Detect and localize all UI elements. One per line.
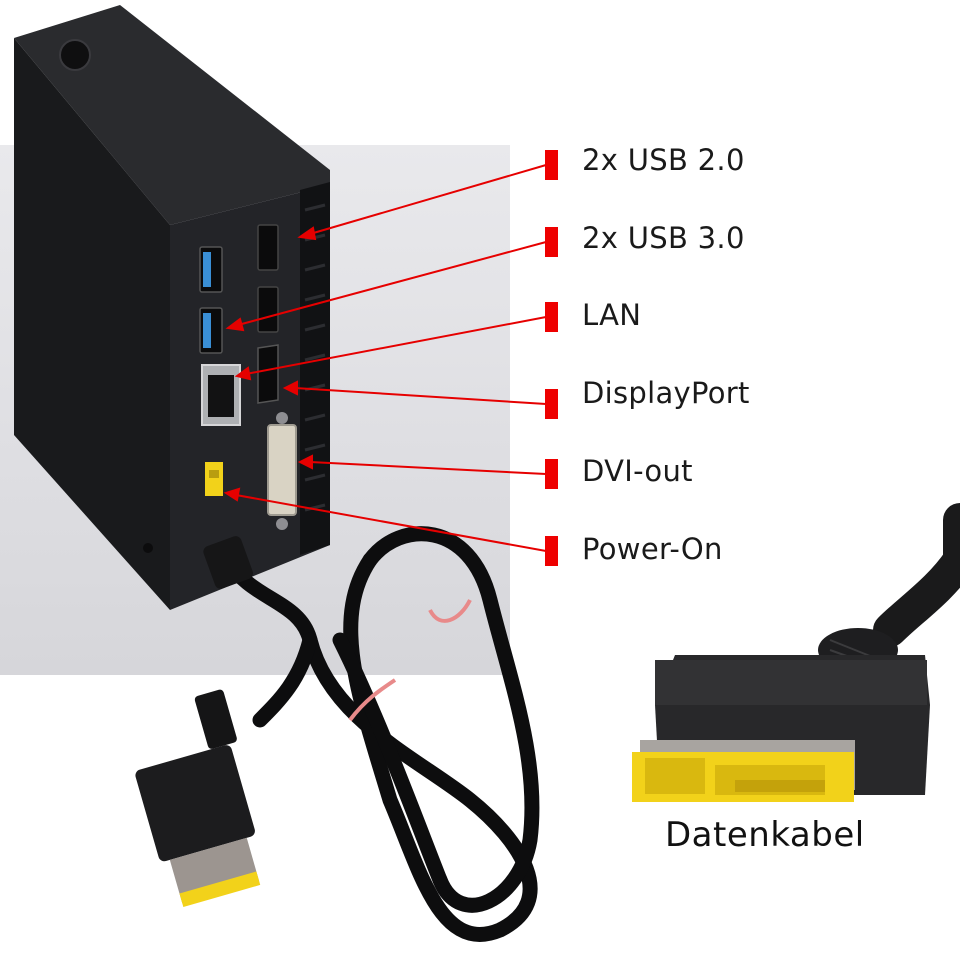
callout-marker-displayport: [545, 389, 558, 419]
label-usb3: 2x USB 3.0: [582, 221, 745, 255]
callout-marker-lan: [545, 302, 558, 332]
callout-marker-usb3: [545, 227, 558, 257]
label-lan: LAN: [582, 298, 642, 332]
cable-tie: [428, 599, 472, 623]
callout-marker-dvi: [545, 459, 558, 489]
label-power-on: Power-On: [582, 532, 723, 566]
label-dvi: DVI-out: [582, 454, 693, 488]
small-connector: [135, 689, 261, 907]
callout-marker-usb2: [545, 150, 558, 180]
callout-arrows: [223, 164, 547, 552]
inset-connector: [632, 503, 960, 802]
callout-marker-power-on: [545, 536, 558, 566]
label-displayport: DisplayPort: [582, 376, 750, 410]
cable-bundle: [220, 526, 540, 942]
caption-datenkabel: Datenkabel: [665, 815, 865, 855]
docking-station: [14, 5, 330, 610]
label-usb2: 2x USB 2.0: [582, 143, 745, 177]
